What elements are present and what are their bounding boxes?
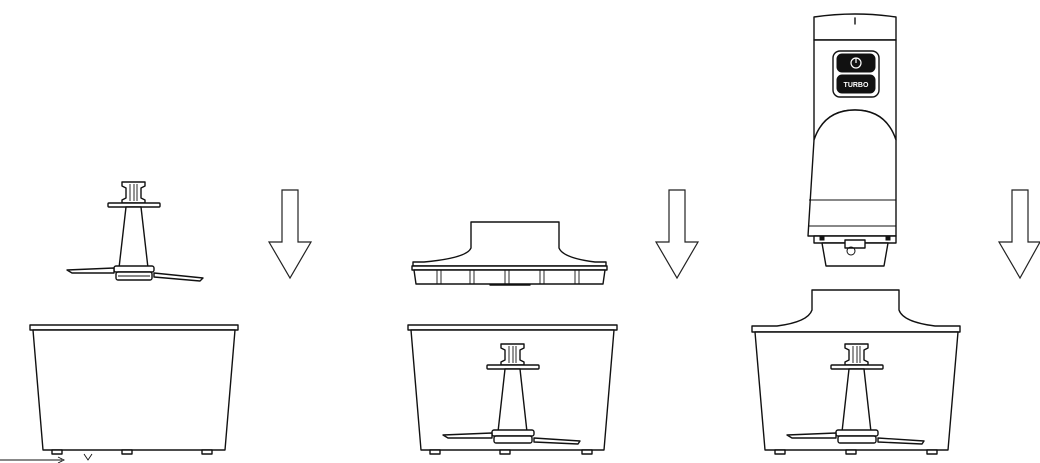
down-arrow-icon	[997, 189, 1040, 280]
down-arrow-icon	[267, 189, 313, 280]
step-1	[0, 181, 313, 463]
bowl	[29, 324, 239, 455]
turbo-label: TURBO	[844, 82, 869, 89]
bowl-with-lid	[751, 289, 961, 455]
pointer-mark	[0, 453, 93, 463]
turbo-button	[836, 74, 876, 94]
step-2	[407, 189, 700, 455]
blade-assembly	[66, 181, 204, 282]
bowl-with-blade	[407, 324, 618, 455]
step-3: TURBO	[751, 13, 1040, 455]
down-arrow-icon	[654, 189, 700, 280]
motor-unit: TURBO	[807, 13, 897, 267]
lid	[411, 221, 608, 286]
